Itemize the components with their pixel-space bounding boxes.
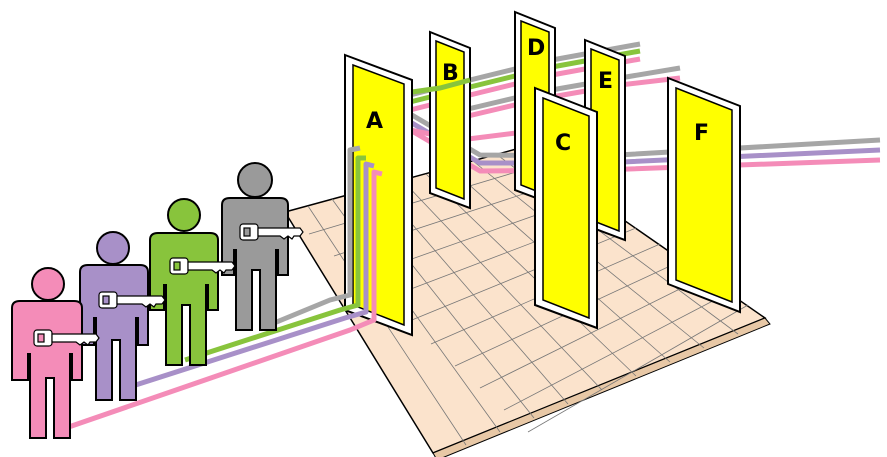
- green-path-to-b: [411, 77, 471, 95]
- person-purple: [79, 231, 166, 401]
- gray-path-front: [261, 145, 361, 331]
- access-paths-mid: [411, 77, 471, 95]
- key-icon: [169, 257, 236, 275]
- door-label-c: C: [555, 131, 571, 156]
- person-icon: [79, 231, 149, 401]
- door-label-a: A: [366, 109, 383, 134]
- green-path-front: [184, 155, 366, 363]
- pink-path-to-e: [429, 75, 681, 128]
- door-label-e: E: [598, 69, 613, 94]
- person-pink: [11, 267, 100, 439]
- door-label-b: B: [442, 61, 459, 86]
- access-paths-rear: [398, 41, 881, 174]
- door-f: F: [667, 76, 741, 314]
- door-b: B: [429, 30, 471, 210]
- key-icon: [98, 291, 166, 309]
- pink-path-front: [59, 169, 383, 433]
- door-label-f: F: [694, 121, 709, 146]
- key-icon: [33, 329, 100, 347]
- person-icon: [221, 162, 289, 331]
- person-icon: [149, 198, 219, 366]
- purple-path-front: [119, 161, 375, 393]
- person-gray: [221, 162, 304, 331]
- gray-path-to-e: [429, 65, 681, 121]
- door-label-d: D: [527, 36, 545, 61]
- door-c: C: [534, 86, 598, 330]
- key-icon: [239, 223, 304, 241]
- access-paths-front: [59, 145, 383, 433]
- door-a: A: [344, 53, 413, 337]
- person-icon: [11, 267, 83, 439]
- person-green: [149, 198, 236, 366]
